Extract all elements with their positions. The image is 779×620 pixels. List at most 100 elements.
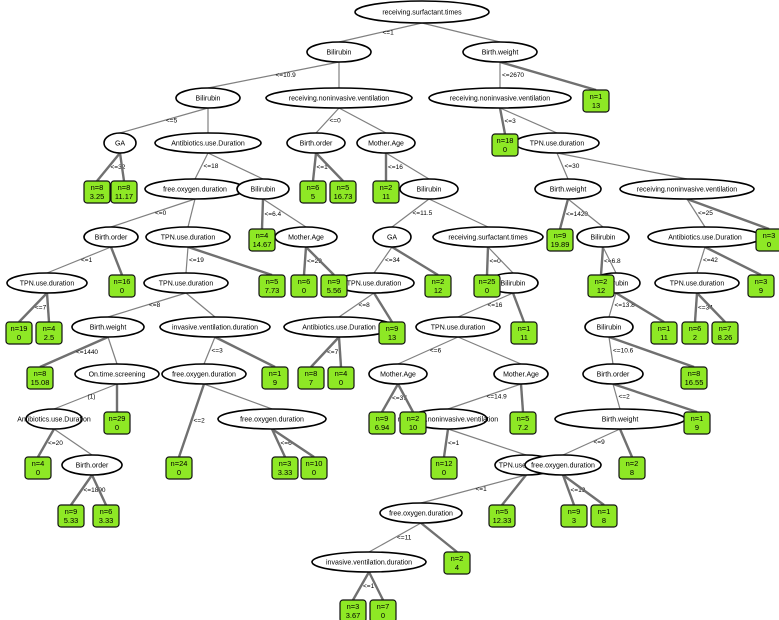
decision-node-ellipse [61, 454, 123, 476]
leaf-count: n=2 [451, 554, 464, 563]
edge-split-label: <=42 [703, 257, 718, 264]
leaf-node: n=100 [300, 456, 328, 480]
leaf-value: 3.33 [278, 468, 293, 477]
leaf-value: 11 [382, 192, 390, 201]
decision-node-ellipse [83, 226, 139, 248]
tree-edge [385, 152, 430, 180]
leaf-box [582, 89, 610, 113]
tree-edge [70, 474, 93, 506]
decision-node-label: Birth.order [95, 234, 128, 241]
decision-node-ellipse [493, 363, 549, 385]
tree-edge [499, 60, 597, 92]
edge-split-label: <=19 [189, 257, 204, 264]
leaf-node: n=18 [590, 504, 618, 528]
decision-node-label: Bilirubin [251, 186, 276, 193]
leaf-node: n=62 [681, 321, 709, 345]
tree-edge [380, 383, 400, 413]
leaf-value: 0 [302, 286, 306, 295]
edge-split-label: (1) [88, 394, 96, 401]
edge-split-label: <=16 [388, 164, 403, 171]
tree-edge [305, 246, 335, 276]
leaf-box [24, 456, 52, 480]
decision-node-ellipse [306, 41, 372, 63]
decision-node-label: Bilirubin [604, 280, 629, 287]
tree-edge [53, 383, 118, 410]
leaf-node: n=111 [650, 321, 678, 345]
tree-edge [562, 474, 605, 506]
tree-edge [608, 335, 695, 369]
leaf-count: n=2 [380, 183, 393, 192]
leaf-value: 3.25 [90, 192, 105, 201]
decision-node: Birth.weight [554, 408, 686, 430]
leaf-box [755, 228, 779, 252]
leaf-count: n=4 [335, 369, 348, 378]
edge-split-label: <=8 [359, 302, 371, 309]
decision-node: GA [372, 226, 412, 248]
leaf-box [399, 411, 427, 435]
decision-node-label: Mother.Age [368, 140, 404, 147]
decision-node-label: free.oxygen.duration [163, 186, 227, 193]
leaf-count: n=9 [328, 277, 341, 286]
decision-node-ellipse [399, 178, 459, 200]
leaf-box [488, 504, 516, 528]
decision-node-ellipse [265, 87, 413, 109]
decision-node: free.oxygen.duration [379, 502, 463, 524]
tree-edge [373, 246, 393, 274]
decision-node-label: TPN.use.duration [670, 280, 725, 287]
leaf-value: 0 [442, 468, 446, 477]
decision-node-ellipse [584, 316, 634, 338]
leaf-count: n=1 [691, 414, 704, 423]
leaf-value: 2 [693, 333, 697, 342]
leaf-box [339, 599, 367, 620]
decision-node: invasive.ventilation.duration [159, 316, 271, 338]
decision-node-label: receiving.noninvasive.ventilation [450, 95, 550, 102]
decision-node-ellipse [311, 551, 427, 573]
edge-split-label: <=34 [385, 257, 400, 264]
decision-node: Birth.weight [462, 41, 538, 63]
leaf-box [681, 321, 709, 345]
leaf-value: 16.73 [334, 192, 353, 201]
decision-node-label: receiving.noninvasive.ventilation [398, 416, 498, 423]
leaf-node: n=96.94 [368, 411, 396, 435]
decision-node-label: TPN.use.duration [159, 280, 214, 287]
tree-edge [337, 336, 343, 368]
tree-edge [302, 246, 308, 276]
leaf-box [320, 274, 348, 298]
tree-edge [457, 336, 522, 365]
leaf-node: n=190 [5, 321, 33, 345]
leaf-value: 5.33 [64, 516, 79, 525]
leaf-value: 3.67 [346, 611, 361, 620]
decision-node-label: Antibiotics.use.Duration [668, 234, 742, 241]
decision-node: receiving.surfactant.times [432, 226, 544, 248]
leaf-count: n=19 [11, 324, 28, 333]
leaf-value: 8 [630, 468, 634, 477]
leaf-value: 8.26 [718, 333, 733, 342]
decision-node-label: Bilirubin [327, 49, 352, 56]
decision-node-label: GA [115, 140, 125, 147]
edge-split-label: <=6.8 [604, 258, 621, 265]
decision-node-label: free.oxygen.duration [240, 416, 304, 423]
leaf-count: n=1 [598, 507, 611, 516]
tree-edge [107, 292, 187, 318]
decision-node-ellipse [524, 454, 602, 476]
leaf-box [83, 180, 111, 204]
leaf-value: 0 [485, 286, 489, 295]
decision-node-label: TPN.use.duration [347, 280, 402, 287]
decision-node-ellipse [6, 272, 88, 294]
tree-edge [338, 22, 423, 43]
decision-node: receiving.noninvasive.ventilation [265, 87, 413, 109]
tree-edge [561, 474, 576, 506]
leaf-value: 11.17 [115, 192, 133, 201]
tree-edge [177, 383, 206, 458]
leaf-count: n=12 [436, 459, 453, 468]
tree-edge [556, 152, 569, 180]
leaf-node: n=211 [372, 180, 400, 204]
edge-split-label: <=2670 [502, 72, 524, 79]
tree-edge [338, 107, 387, 134]
decision-node-ellipse [154, 132, 262, 154]
edge-split-label: <=25 [698, 210, 713, 217]
leaf-value: 10 [409, 423, 417, 432]
decision-node-ellipse [582, 363, 644, 385]
edge-split-label: <=1440 [76, 349, 98, 356]
